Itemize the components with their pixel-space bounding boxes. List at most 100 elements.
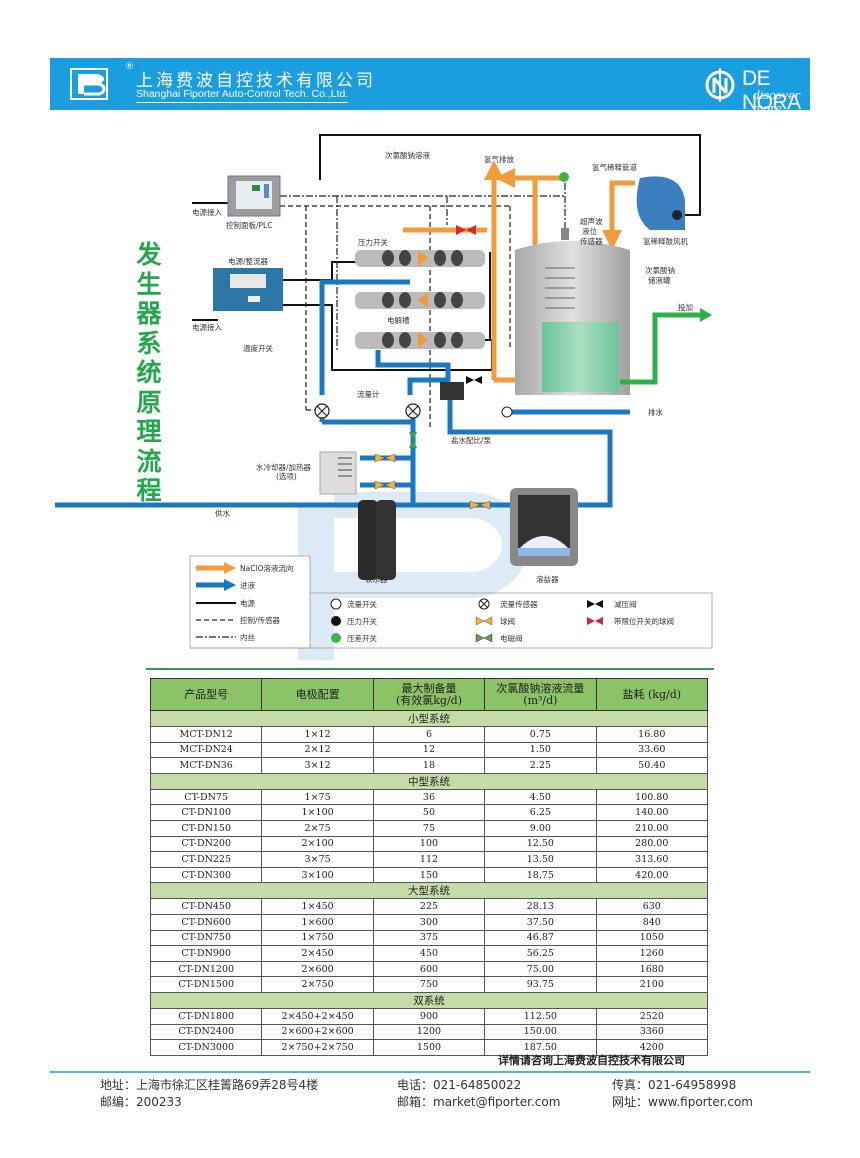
footer-email[interactable]: 邮箱：market@fiporter.com [397, 1095, 561, 1109]
cell-model: CT-DN2400 [149, 1023, 263, 1041]
label-chiller-2: (选项) [276, 471, 297, 481]
company-name-cn: 上海费波自控技术有限公司 [136, 71, 376, 91]
legend-limit-valve-icon [587, 617, 603, 625]
label-ultrasonic-2: 液位 [582, 226, 597, 236]
label-control-panel: 控制面板/PLC [226, 220, 272, 230]
cell-electrode: 1×100 [261, 804, 374, 821]
solenoid-valve-icon [409, 432, 417, 448]
legend-limit-valve: 带限位开关的球阀 [614, 616, 674, 626]
footer-divider [50, 1071, 810, 1073]
label-ultrasonic-3: 传感器 [580, 236, 603, 246]
label-dilution-fan: 氢稀释鼓风机 [643, 236, 688, 246]
cell-salt: 840 [595, 913, 709, 931]
cell-model: CT-DN100 [149, 804, 263, 821]
spec-table: 产品型号 电极配置 最大制备量(有效氯kg/d) 次氯酸钠溶液流量(m³/d) … [149, 678, 709, 1056]
ball-valves [374, 453, 491, 510]
cell-electrode: 2×600+2×600 [261, 1023, 374, 1041]
footer-phone: 电话：021-64850022 [397, 1078, 522, 1092]
cell-max-output: 100 [372, 835, 486, 853]
cell-flow: 2.25 [484, 757, 597, 774]
cell-salt: 2520 [595, 1007, 709, 1025]
footer-contact-block: 电话：021-64850022 邮箱：market@fiporter.com [397, 1077, 560, 1111]
label-power-in-2: 电源接入 [192, 322, 222, 332]
footer-website[interactable]: 网址：www.fiporter.com [612, 1095, 753, 1109]
legend-pressure-reducing-icon [587, 600, 603, 608]
cell-max-output: 18 [372, 757, 486, 774]
legend-flow-switch-icon [330, 598, 342, 610]
table-group-row: 中型系统 [150, 772, 708, 790]
cell-salt: 420.00 [595, 866, 709, 884]
cell-model: CT-DN1200 [149, 960, 263, 978]
table-group-row: 双系统 [150, 991, 708, 1009]
group-label: 双系统 [150, 991, 708, 1009]
denora-logo-icon [705, 68, 735, 102]
cell-max-output: 12 [372, 741, 486, 759]
cell-model: CT-DN600 [149, 913, 263, 931]
group-label: 中型系统 [150, 772, 708, 790]
group-label: 小型系统 [150, 710, 708, 727]
label-softener: 软水器 [365, 574, 388, 584]
legend-pressure-reducing: 减压阀 [614, 599, 637, 609]
header-banner: ® 上海费波自控技术有限公司 Shanghai Fiporter Auto-Co… [50, 58, 810, 115]
cell-salt: 313.60 [595, 851, 709, 868]
cell-max-output: 900 [372, 1007, 486, 1025]
registered-mark: ® [125, 62, 134, 72]
cell-salt: 140.00 [595, 804, 709, 821]
cell-salt: 1680 [595, 960, 709, 978]
cell-model: CT-DN1500 [149, 976, 263, 993]
control-lines [280, 205, 511, 430]
legend-diff-pressure: 压差开关 [347, 633, 377, 643]
cell-electrode: 2×100 [261, 835, 374, 853]
legend-ball-valve: 球阀 [500, 616, 515, 626]
cell-electrode: 1×450 [261, 898, 374, 915]
label-h2-dilution-pipe: 氢气稀释管道 [592, 162, 637, 172]
cell-salt: 2100 [595, 976, 709, 993]
cell-salt: 50.40 [595, 757, 709, 774]
brine-tank [510, 488, 578, 566]
label-temperature-switch: 温度开关 [243, 343, 273, 353]
legend-naclo: NaClO溶液流向 [240, 563, 293, 573]
legend-internal: 内丝 [240, 632, 255, 642]
water-chiller [319, 451, 357, 495]
cell-max-output: 36 [372, 788, 486, 806]
fiporter-logo-icon [70, 68, 108, 100]
label-electrolyzer: 电解槽 [387, 315, 410, 325]
label-brine-tank: 溶盐器 [536, 574, 559, 584]
col-flow: 次氯酸钠溶液流量(m³/d) [484, 678, 597, 711]
cell-model: CT-DN300 [149, 866, 263, 884]
cell-electrode: 2×450 [261, 945, 374, 962]
cell-model: MCT-DN36 [149, 757, 263, 774]
cell-flow: 13.50 [484, 851, 597, 868]
legend-feed: 进液 [240, 580, 255, 590]
cell-electrode: 3×75 [261, 851, 374, 868]
flow-switch-icon [501, 406, 513, 418]
cell-electrode: 2×600 [261, 960, 374, 978]
cell-max-output: 6 [372, 726, 486, 743]
cell-electrode: 1×75 [261, 788, 374, 806]
label-rectifier: 电源/整流器 [228, 256, 269, 266]
label-drain: 排水 [648, 407, 663, 417]
cell-max-output: 450 [372, 945, 486, 962]
label-ultrasonic-1: 超声波 [580, 216, 603, 226]
legend-flow-sensor-icon [478, 598, 490, 610]
electrolyzer-stacks [355, 250, 485, 349]
legend: NaClO溶液流向 进液 电源 控制/传感器 内丝 流量开关 压力开关 压差开关… [189, 555, 713, 649]
cell-max-output: 750 [372, 976, 486, 993]
cell-model: CT-DN1800 [149, 1007, 263, 1025]
company-name-en: Shanghai Fiporter Auto-Control Tech. Co.… [136, 88, 349, 103]
cell-max-output: 375 [372, 929, 486, 947]
legend-pressure-switch: 压力开关 [347, 616, 377, 626]
cell-electrode: 2×450+2×450 [261, 1007, 374, 1025]
footer-fax: 传真：021-64958998 [612, 1078, 737, 1092]
